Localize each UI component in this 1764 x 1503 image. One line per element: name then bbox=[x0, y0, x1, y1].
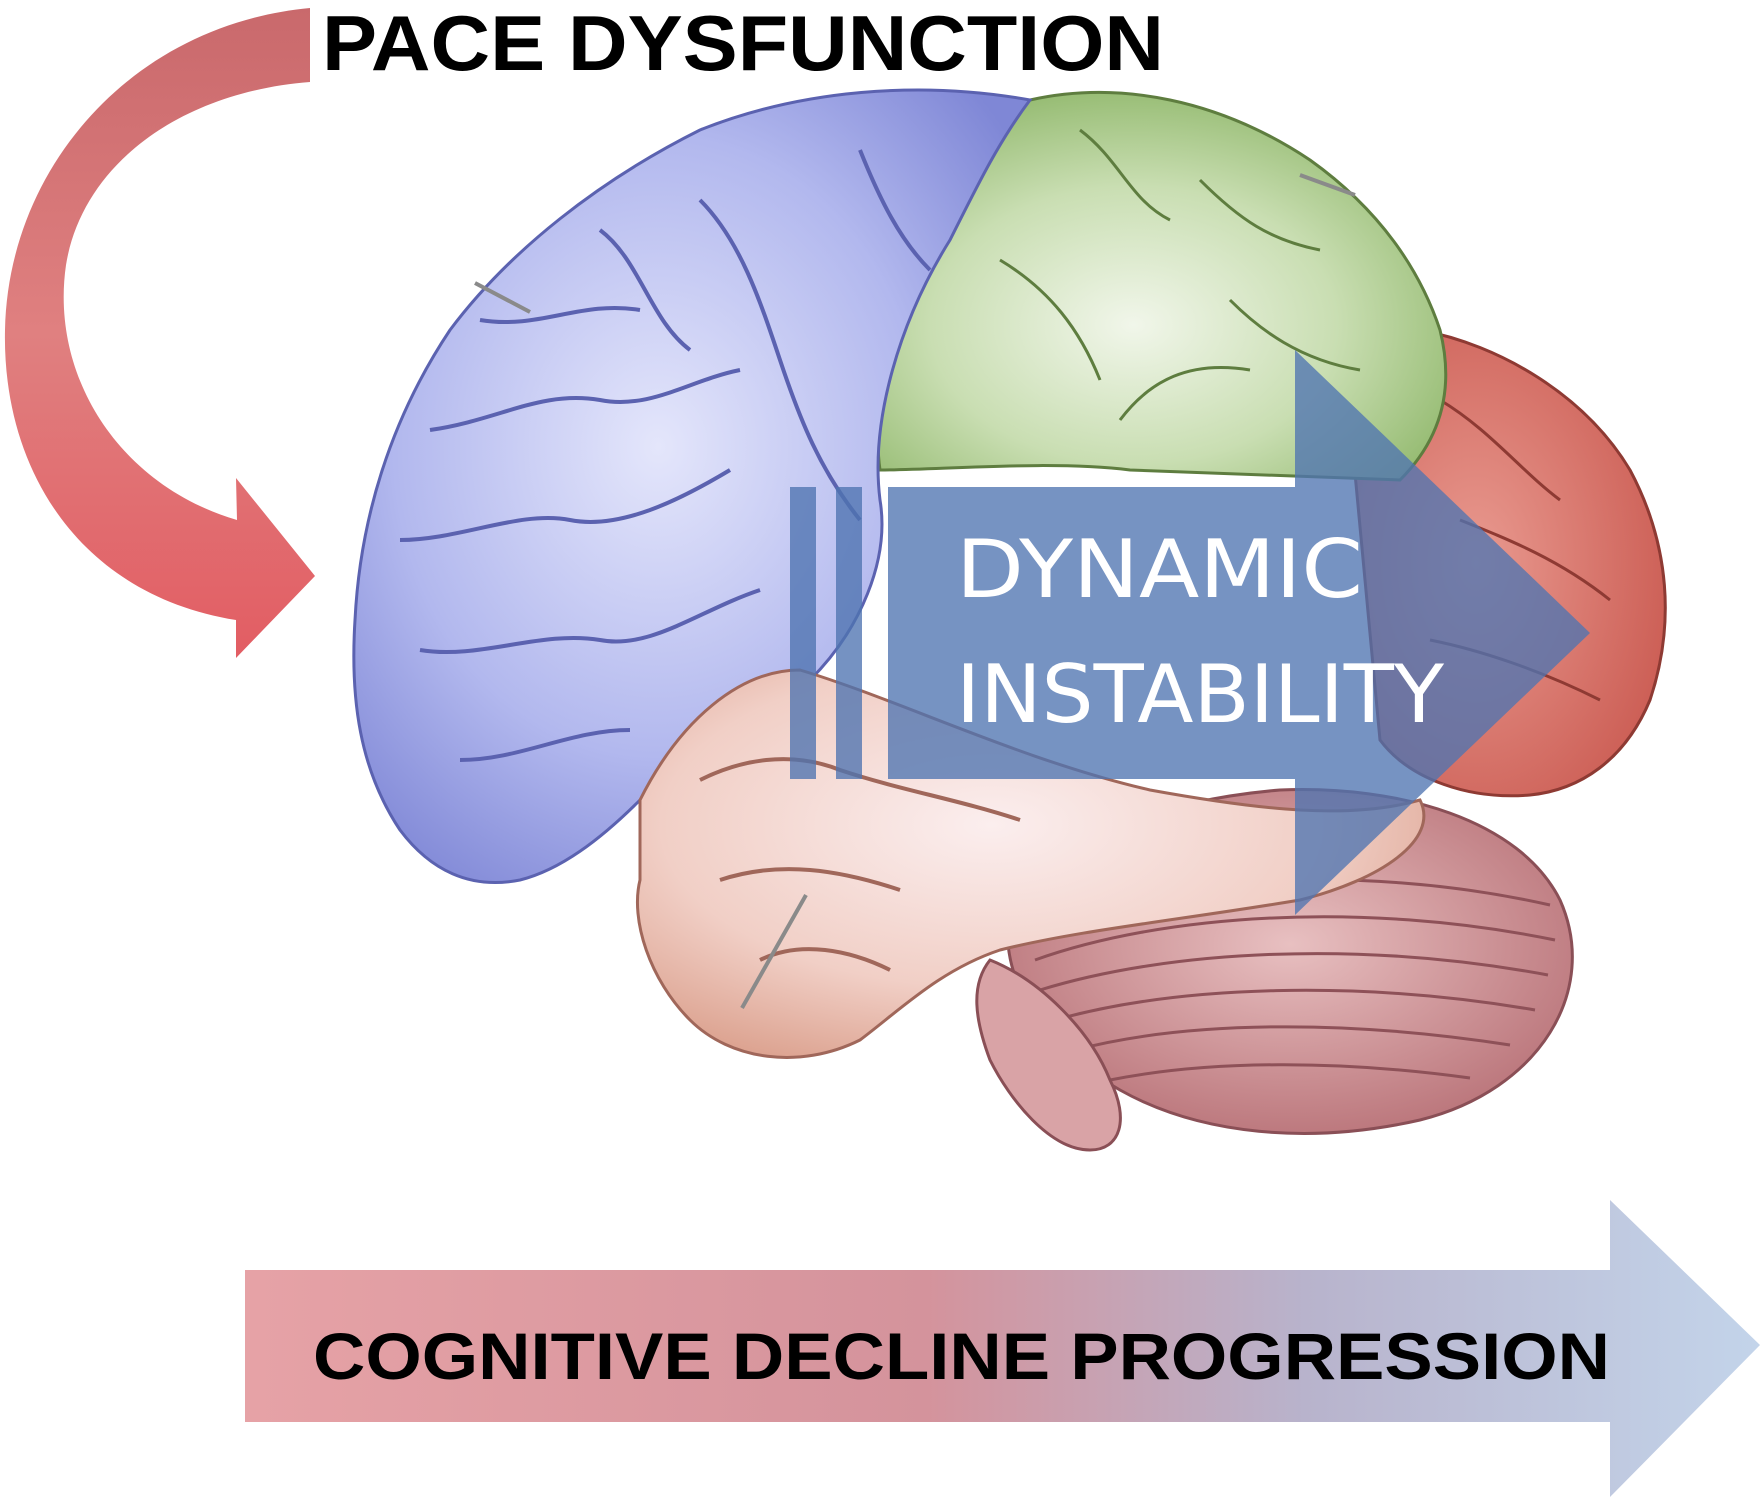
brainstem-region bbox=[975, 958, 1122, 1152]
arrow-stripe-2 bbox=[836, 487, 862, 779]
right-arrow-icon bbox=[888, 350, 1590, 915]
curved-arrow-icon bbox=[4, 8, 316, 658]
dynamic-instability-arrow bbox=[790, 350, 1590, 915]
frontal-lobe-region bbox=[352, 88, 1033, 885]
pace-dysfunction-label: PACE DYSFUNCTION bbox=[322, 0, 1164, 87]
arrow-stripe-1 bbox=[790, 487, 816, 779]
dynamic-label: DYNAMIC bbox=[956, 523, 1363, 616]
instability-label: INSTABILITY bbox=[956, 648, 1445, 741]
progression-arrow bbox=[245, 1200, 1760, 1497]
cognitive-decline-progression-label: COGNITIVE DECLINE PROGRESSION bbox=[313, 1319, 1610, 1393]
brain-illustration bbox=[352, 88, 1667, 1152]
